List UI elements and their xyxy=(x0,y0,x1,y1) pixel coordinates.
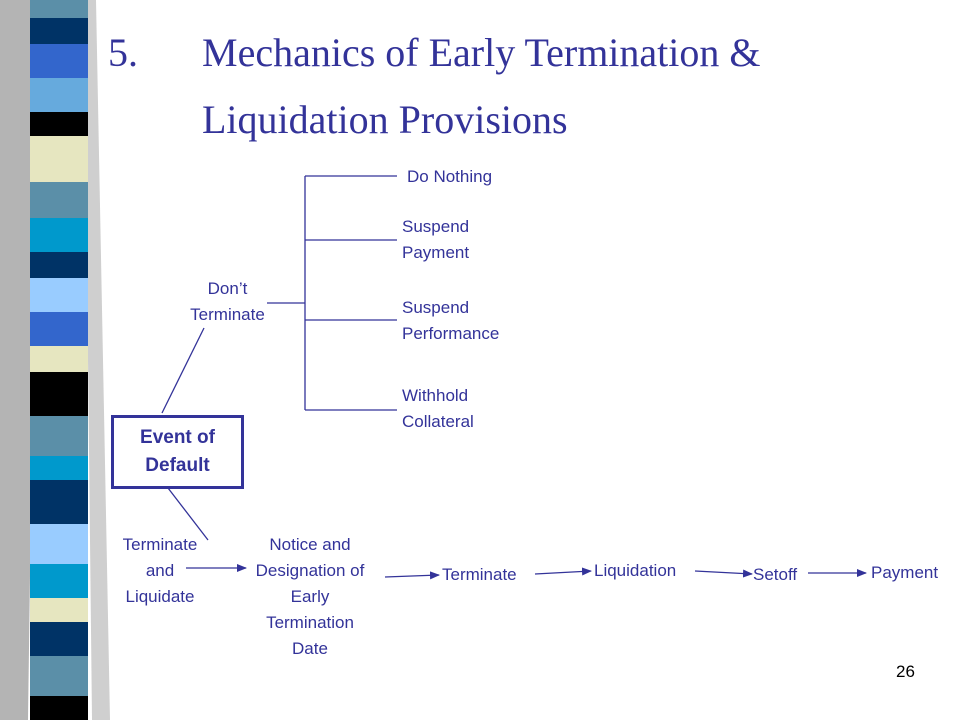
connector-root-to-terminate-liquidate xyxy=(167,487,209,541)
step-liquidation: Liquidation xyxy=(594,561,677,580)
notice-line-2: Designation of xyxy=(255,561,365,580)
option-suspend-payment-line-1: Suspend xyxy=(402,217,470,236)
notice-designation-label: Notice and Designation of Early Terminat… xyxy=(235,532,385,662)
option-withhold-collateral: Withhold Collateral xyxy=(402,383,474,435)
arrow-to-setoff xyxy=(694,569,753,578)
option-withhold-collateral-line-2: Collateral xyxy=(402,412,474,431)
option-suspend-performance-line-1: Suspend xyxy=(402,298,470,317)
option-suspend-payment: Suspend Payment xyxy=(402,214,469,266)
option-withhold-collateral-line-1: Withhold xyxy=(402,386,469,405)
terminate-and-liquidate-line-1: Terminate xyxy=(122,535,198,554)
step-terminate: Terminate xyxy=(442,565,517,584)
title-line-2: Liquidation Provisions xyxy=(202,97,568,142)
dont-terminate-line-1: Don’t xyxy=(207,279,248,298)
dont-terminate-label: Don’t Terminate xyxy=(170,276,285,328)
notice-line-1: Notice and xyxy=(269,535,351,554)
notice-line-4: Termination xyxy=(266,613,354,632)
notice-line-3: Early xyxy=(290,587,330,606)
terminate-and-liquidate-label: Terminate and Liquidate xyxy=(100,532,220,610)
step-payment: Payment xyxy=(871,563,939,582)
terminate-and-liquidate-line-2: and xyxy=(145,561,175,580)
option-suspend-payment-line-2: Payment xyxy=(402,243,470,262)
option-do-nothing: Do Nothing xyxy=(407,164,492,190)
event-of-default-line-1: Event of xyxy=(140,427,215,448)
event-of-default-line-2: Default xyxy=(145,455,210,476)
arrow-to-terminate xyxy=(384,571,440,580)
option-do-nothing-line-1: Do Nothing xyxy=(407,167,493,186)
dont-terminate-line-2: Terminate xyxy=(190,305,265,324)
connector-root-to-dont-terminate xyxy=(161,327,205,414)
title-line-1: Mechanics of Early Termination & xyxy=(202,30,761,75)
notice-line-5: Date xyxy=(292,639,328,658)
decorative-stripe xyxy=(0,0,110,720)
terminate-and-liquidate-line-3: Liquidate xyxy=(125,587,195,606)
title-number: 5. xyxy=(108,30,138,75)
option-suspend-performance-line-2: Performance xyxy=(402,324,500,343)
event-of-default-box: Event of Default xyxy=(111,415,244,489)
step-setoff: Setoff xyxy=(753,565,798,584)
option-suspend-performance: Suspend Performance xyxy=(402,295,499,347)
page-number: 26 xyxy=(896,662,915,681)
arrow-to-liquidation xyxy=(534,567,592,576)
